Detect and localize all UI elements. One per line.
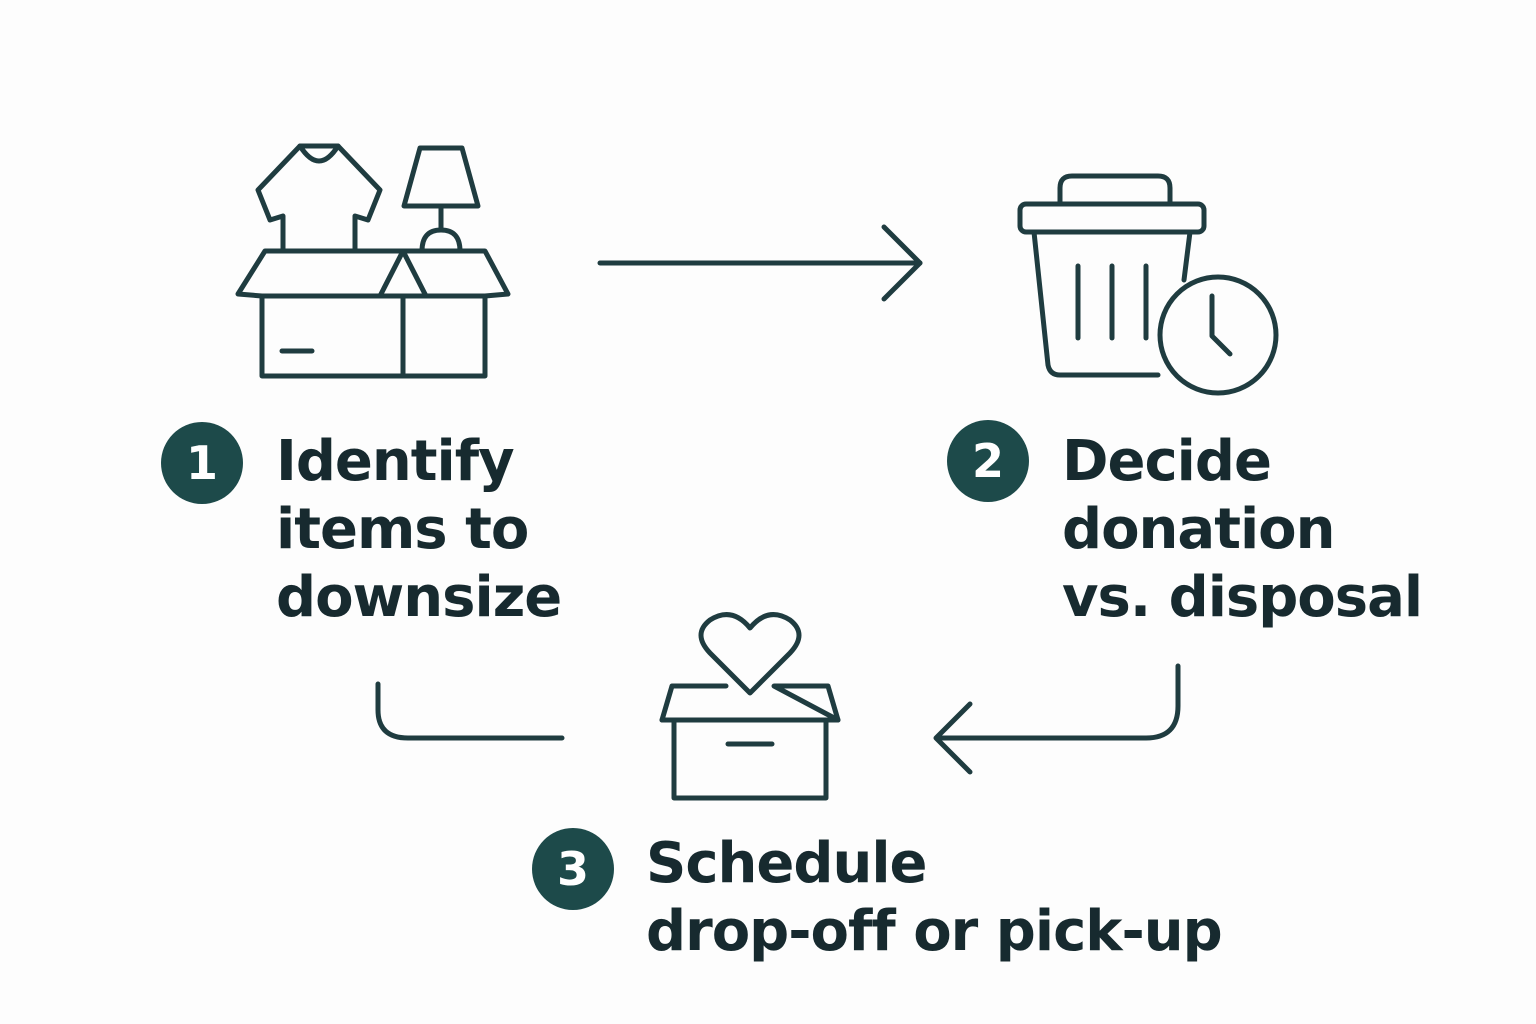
step-1-badge: 1 bbox=[161, 422, 243, 504]
trash-can-with-clock-icon bbox=[1017, 173, 1279, 396]
step-2-label: Decide donation vs. disposal bbox=[1062, 428, 1423, 632]
box-with-clothes-and-lamp-icon bbox=[235, 143, 511, 379]
step-1-line-2: items to bbox=[276, 497, 529, 562]
step-3-label: Schedule drop-off or pick-up bbox=[646, 830, 1223, 966]
step-1-line-1: Identify bbox=[276, 429, 515, 494]
step-1-line-3: downsize bbox=[276, 565, 562, 630]
arrow-right-icon bbox=[597, 224, 923, 302]
step-2-line-2: donation bbox=[1062, 497, 1336, 562]
step-1-label: Identify items to downsize bbox=[276, 428, 562, 632]
step-2-badge: 2 bbox=[947, 420, 1029, 502]
step-2-line-3: vs. disposal bbox=[1062, 565, 1423, 630]
step-3-line-1: Schedule bbox=[646, 831, 928, 896]
step-2-line-1: Decide bbox=[1062, 429, 1272, 494]
donation-box-with-heart-icon bbox=[659, 612, 841, 801]
step-3-line-2: drop-off or pick-up bbox=[646, 899, 1223, 964]
connector-curve-icon bbox=[375, 681, 565, 741]
arrow-left-curved-icon bbox=[933, 663, 1181, 775]
step-3-badge: 3 bbox=[532, 828, 614, 910]
